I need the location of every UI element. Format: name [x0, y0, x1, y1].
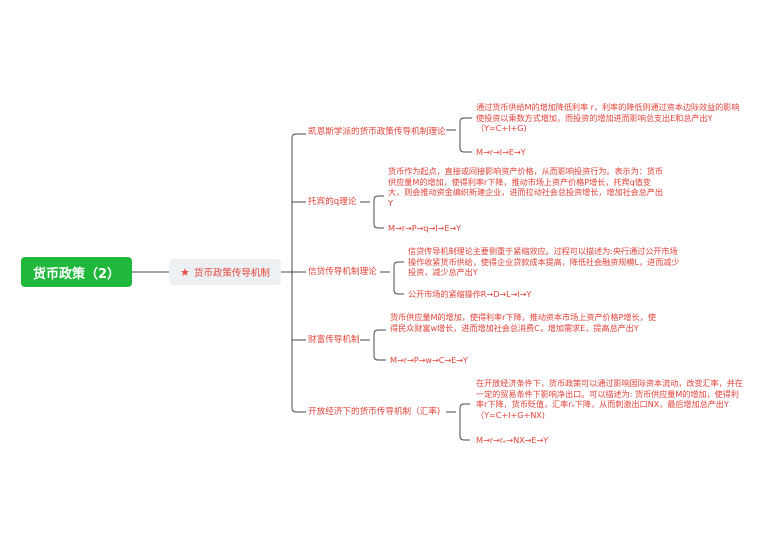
root-topic-label: 货币政策（2） [32, 266, 121, 282]
leaf-tobin-description[interactable]: 货币作为起点，直接或间接影响资产价格，从而影响投资行为。表示为：货币供应量M的增… [388, 166, 664, 208]
leaf-tobin-formula[interactable]: M→r→P→q→I→E→Y [388, 223, 461, 234]
leaf-keynesian-description[interactable]: 通过货币供给M的增加降低利率 r，利率的降低则通过资本边际效益的影响使投资以乘数… [476, 102, 746, 134]
root-topic[interactable]: 货币政策（2） [21, 257, 132, 287]
leaf-text: 货币供应量M的增加，使得利率r下降，推动资本市场上资产价格P增长，使得民众财富w… [390, 312, 656, 333]
branch-label: 财富传导机制 [308, 335, 360, 345]
star-icon: ★ [180, 265, 190, 279]
subtopic-node[interactable]: ★ 货币政策传导机制 [169, 259, 281, 285]
leaf-text: M→r→P→w→C→E→Y [390, 355, 468, 365]
leaf-wealth-formula[interactable]: M→r→P→w→C→E→Y [390, 355, 468, 366]
leaf-text: 公开市场的紧缩操作R→D→L→I→Y [408, 289, 532, 299]
leaf-wealth-description[interactable]: 货币供应量M的增加，使得利率r下降，推动资本市场上资产价格P增长，使得民众财富w… [390, 312, 662, 333]
leaf-keynesian-formula[interactable]: M→r→I→E→Y [476, 147, 526, 158]
leaf-text: 在开放经济条件下，货币政策可以通过影响国际资本流动，改变汇率，并在一定的贸易条件… [476, 378, 743, 420]
leaf-credit-description[interactable]: 信贷传导机制理论主要侧重于紧缩效应。过程可以描述为:央行通过公开市场操作收紧货币… [408, 246, 680, 278]
leaf-text: M→r→rₑ→NX→E→Y [476, 435, 549, 445]
branch-open-economy[interactable]: 开放经济下的货币传导机制（汇率) [308, 406, 440, 418]
branch-wealth[interactable]: 财富传导机制 [308, 334, 360, 346]
branch-credit[interactable]: 信贷传导机制理论 [308, 266, 377, 278]
leaf-text: 通过货币供给M的增加降低利率 r，利率的降低则通过资本边际效益的影响使投资以乘数… [476, 102, 740, 134]
branch-label: 凯恩斯学派的货币政策传导机制理论 [308, 127, 446, 137]
leaf-open-economy-formula[interactable]: M→r→rₑ→NX→E→Y [476, 435, 548, 446]
branch-label: 开放经济下的货币传导机制（汇率) [308, 407, 441, 417]
branch-label: 托宾的q理论 [308, 197, 357, 207]
leaf-text: M→r→I→E→Y [476, 147, 526, 157]
leaf-text: 货币作为起点，直接或间接影响资产价格，从而影响投资行为。表示为：货币供应量M的增… [388, 166, 663, 208]
branch-label: 信贷传导机制理论 [308, 267, 377, 277]
leaf-text: M→r→P→q→I→E→Y [388, 223, 462, 233]
branch-tobin-q[interactable]: 托宾的q理论 [308, 196, 356, 208]
subtopic-label: 货币政策传导机制 [193, 268, 270, 279]
leaf-credit-formula[interactable]: 公开市场的紧缩操作R→D→L→I→Y [408, 289, 531, 300]
leaf-open-economy-description[interactable]: 在开放经济条件下，货币政策可以通过影响国际资本流动，改变汇率，并在一定的贸易条件… [476, 378, 746, 420]
branch-keynesian[interactable]: 凯恩斯学派的货币政策传导机制理论 [308, 126, 446, 138]
leaf-text: 信贷传导机制理论主要侧重于紧缩效应。过程可以描述为:央行通过公开市场操作收紧货币… [408, 246, 680, 278]
